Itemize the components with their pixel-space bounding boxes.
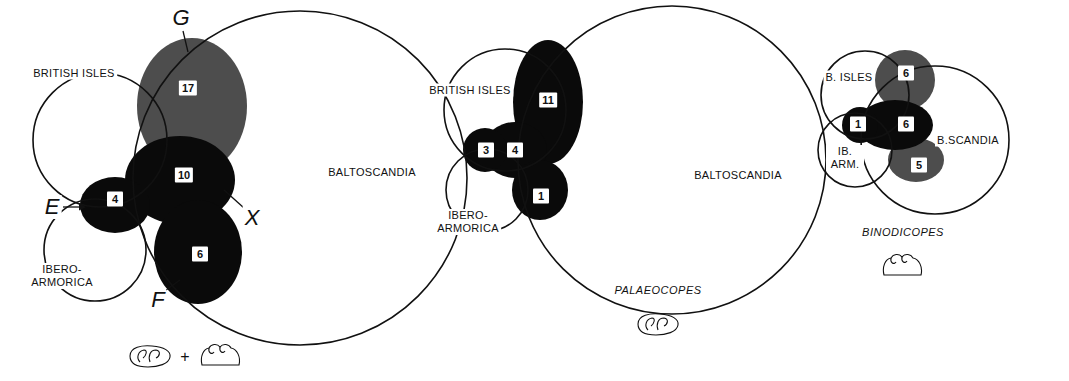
palaeocope-icon (130, 346, 170, 367)
count-number: 6 (898, 66, 914, 81)
region-name: BRITISH ISLES (427, 84, 513, 97)
circle-outline (133, 11, 467, 345)
circle-outline (33, 73, 167, 207)
region-name: B.SCANDIA (935, 134, 1001, 147)
count-number: 11 (539, 93, 557, 108)
count-number: 4 (507, 143, 523, 158)
region-name: BRITISH ISLES (31, 67, 117, 80)
region-name: IBERO-ARMORICA (25, 263, 99, 289)
group-title: PALAEOCOPES (612, 284, 703, 297)
circle-outline (861, 66, 1009, 214)
leader-line (183, 31, 188, 52)
callout-letter: X (243, 206, 262, 230)
count-number: 6 (898, 117, 914, 132)
count-number: 1 (533, 189, 549, 204)
region-circle: IBERO-ARMORICA (445, 148, 529, 232)
callout-letter: F (149, 288, 166, 312)
shared-region (463, 128, 507, 172)
region-name: BALTOSCANDIA (326, 166, 418, 179)
circle-outline (821, 51, 909, 139)
region-name: IB. ARM. (826, 145, 864, 171)
binodicope-icon (201, 344, 239, 365)
circle-outline (32, 72, 168, 208)
circle-outline (517, 5, 827, 315)
circle-outline (818, 113, 892, 187)
group-title: BINODICOPES (860, 226, 946, 239)
count-number: 17 (179, 81, 197, 96)
leader-line (224, 190, 244, 208)
callout-letter: E (43, 195, 62, 219)
binodicope-icon (883, 254, 921, 275)
region-circle: BALTOSCANDIA (517, 5, 827, 315)
count-number: 1 (850, 117, 866, 132)
count-number: 6 (192, 247, 208, 262)
callout-letter: G (170, 6, 191, 30)
palaeocope-icon (638, 314, 678, 335)
region-circle: B.SCANDIA (860, 65, 1010, 215)
region-name: B. ISLES (823, 71, 874, 84)
shared-region (154, 200, 242, 304)
count-number: 10 (175, 168, 193, 183)
count-number: 4 (107, 192, 123, 207)
region-name: BALTOSCANDIA (692, 169, 784, 182)
plus-sign: + (180, 348, 189, 366)
region-name: IBERO-ARMORICA (435, 209, 501, 235)
circle-outline (518, 6, 826, 314)
count-number: 3 (478, 143, 494, 158)
region-circle: BRITISH ISLES (32, 72, 168, 208)
count-number: 5 (911, 158, 927, 173)
